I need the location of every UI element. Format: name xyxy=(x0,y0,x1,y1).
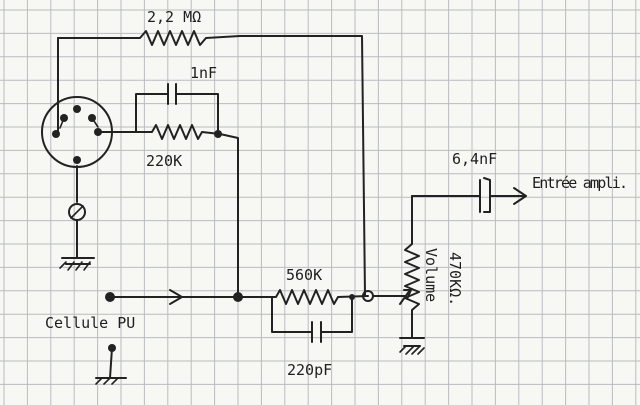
input-line xyxy=(105,289,243,305)
label-1nf: 1nF xyxy=(190,64,217,82)
input-ground xyxy=(95,344,127,385)
label-volume: Volume xyxy=(422,248,440,302)
label-470k: 470KΩ. xyxy=(446,252,464,306)
resistor-2m2 xyxy=(57,30,366,297)
label-output: Entrée ampli. xyxy=(532,174,628,192)
rc-network-560k-220pf xyxy=(237,289,399,343)
label-220k: 220K xyxy=(146,152,182,170)
ground-terminal xyxy=(59,203,95,271)
label-220pf: 220pF xyxy=(287,361,332,379)
label-560k: 560K xyxy=(286,266,322,284)
label-6-4nf: 6,4nF xyxy=(452,150,497,168)
label-2m2: 2,2 MΩ xyxy=(147,8,201,26)
rc-network-1nf-220k xyxy=(135,83,239,297)
label-input: Cellule PU xyxy=(45,314,135,332)
din-connector xyxy=(41,37,137,203)
volume-potentiometer xyxy=(397,195,425,355)
output-coupling xyxy=(411,177,527,213)
